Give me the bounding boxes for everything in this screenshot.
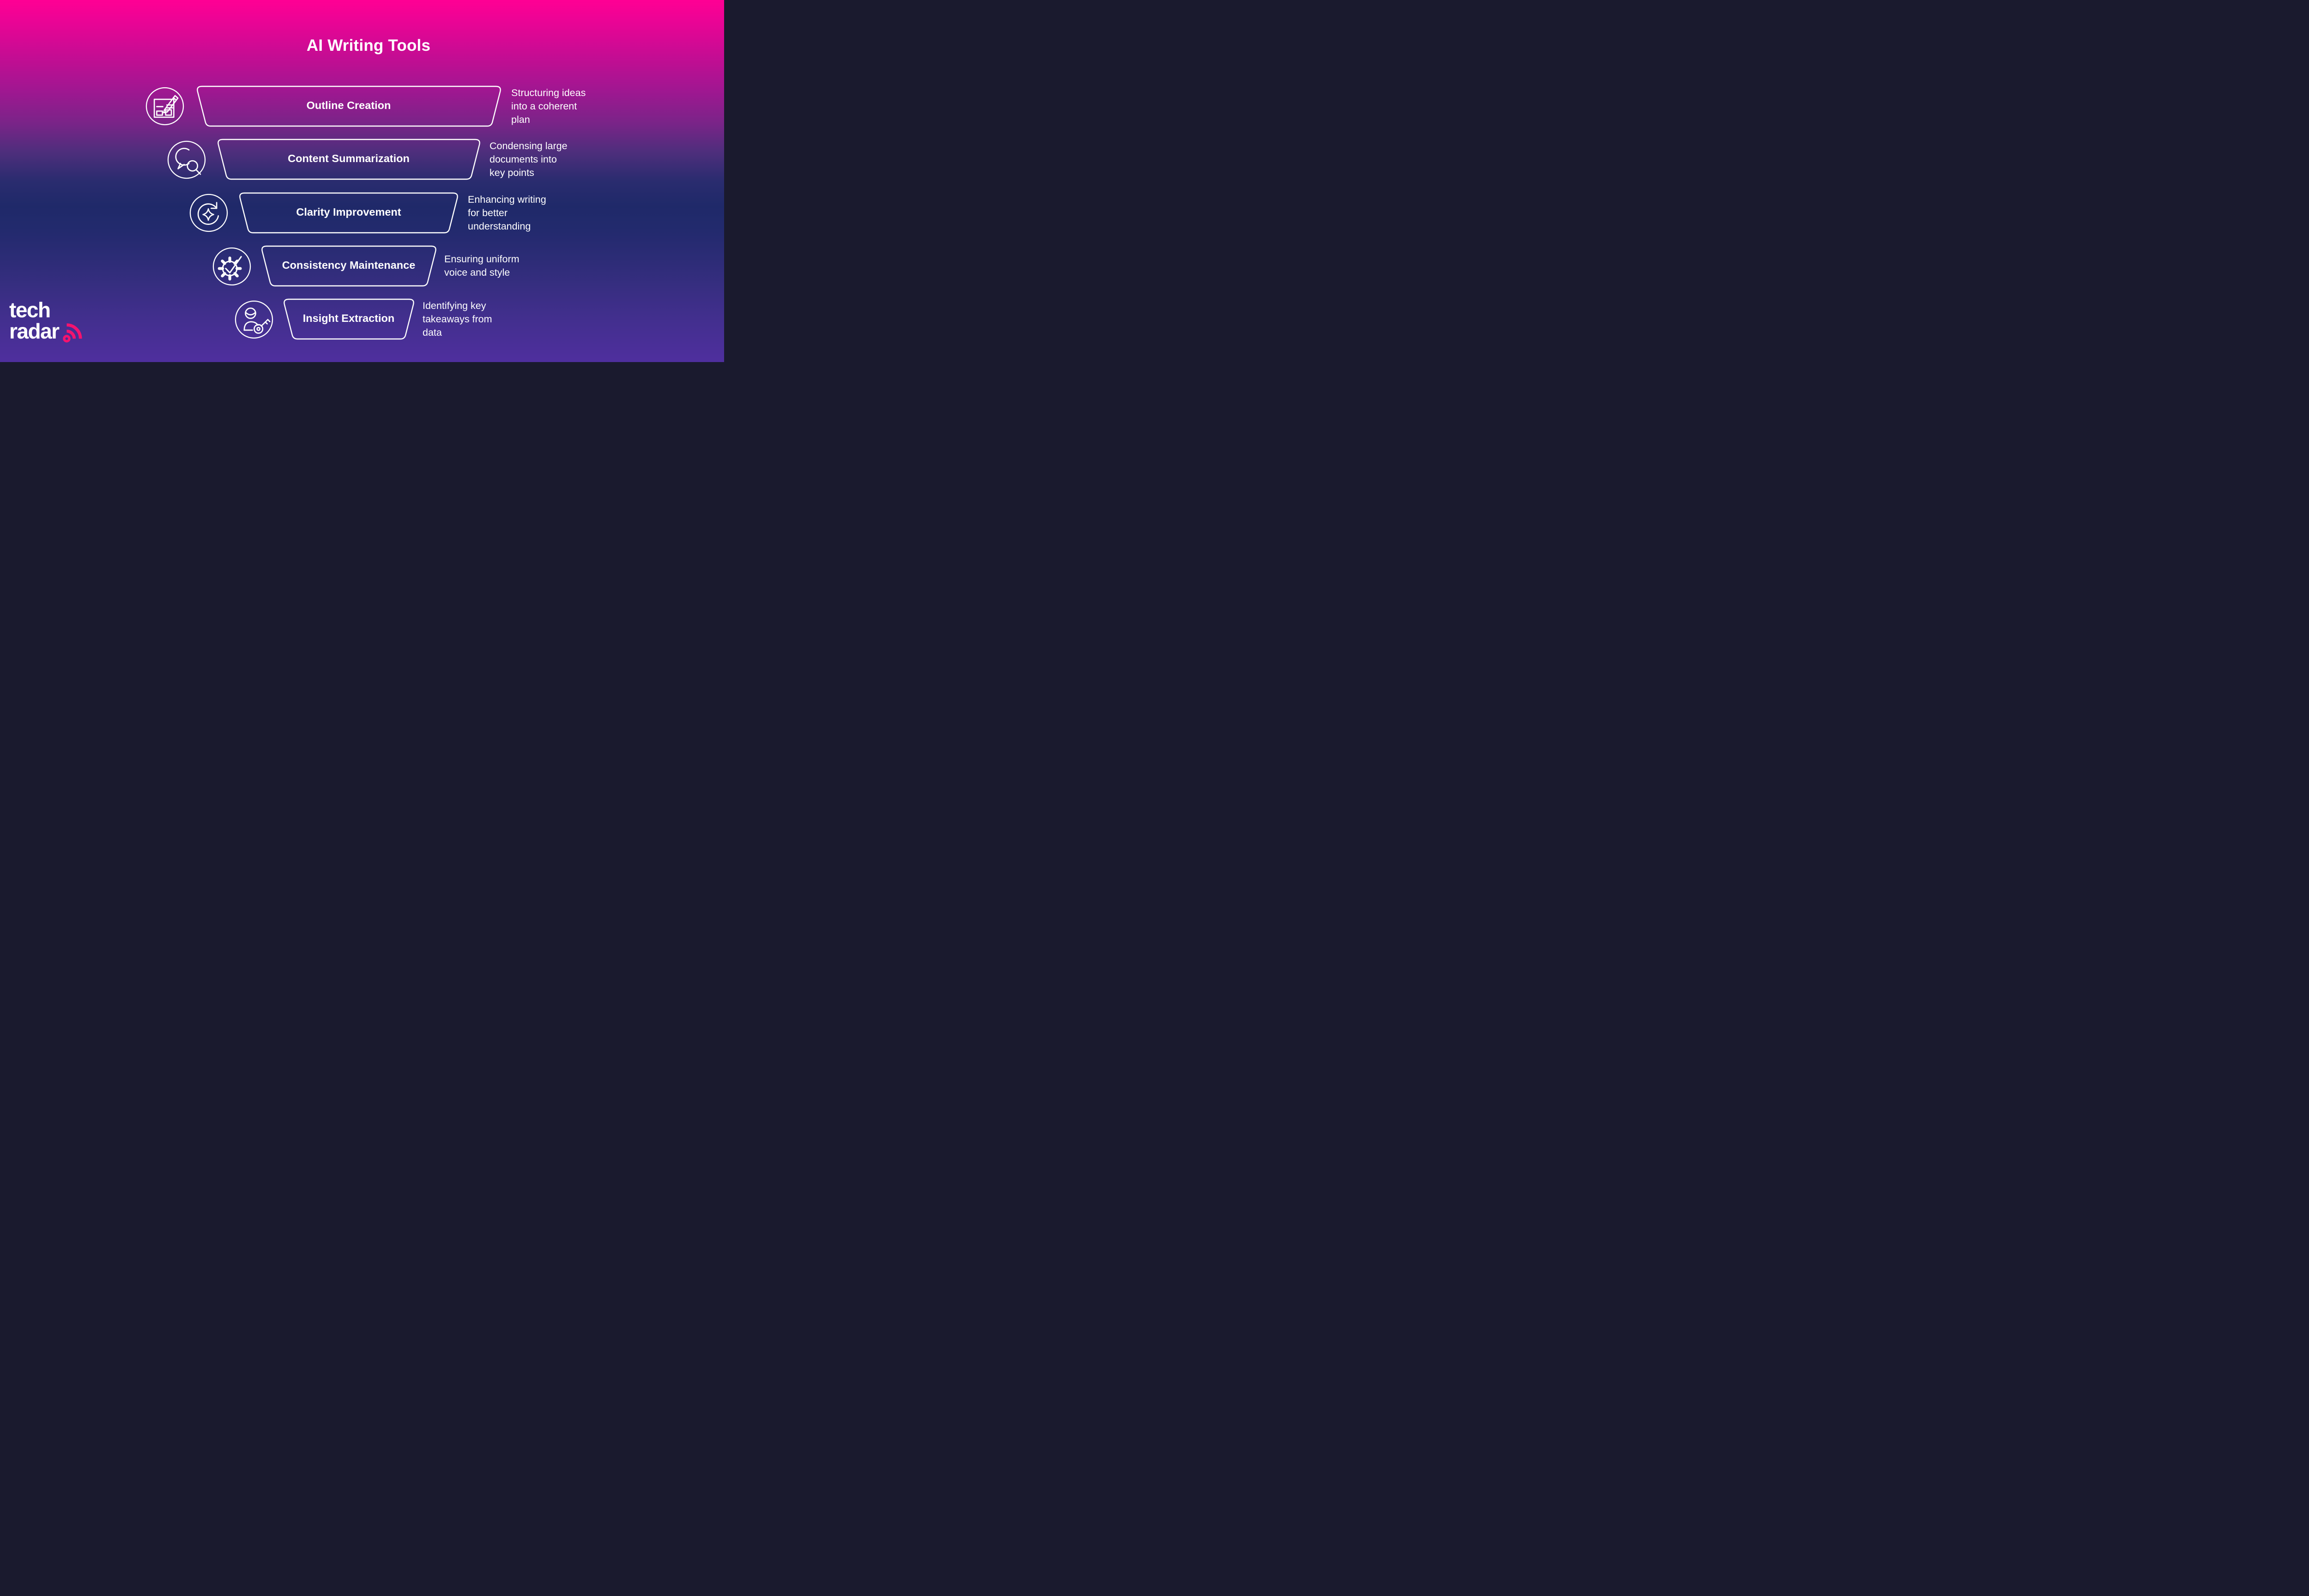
- funnel-stage-description-2: Condensing large documents into key poin…: [490, 139, 568, 180]
- description-line: data: [423, 327, 442, 338]
- description-line: for better: [468, 207, 508, 218]
- funnel-stage-shape-1: [197, 85, 501, 127]
- speech-bubble-magnifier-icon: [167, 140, 206, 179]
- funnel-stage-description-4: Ensuring uniform voice and style: [444, 253, 520, 279]
- description-line: Ensuring uniform: [444, 254, 520, 265]
- funnel-stage-shape-2: [218, 139, 480, 180]
- description-line: understanding: [468, 221, 531, 232]
- logo-text-tech: tech: [9, 298, 51, 322]
- funnel-stage-description-3: Enhancing writing for better understandi…: [468, 193, 546, 233]
- funnel-stage-shape-5: [284, 298, 414, 340]
- description-line: voice and style: [444, 267, 510, 278]
- funnel-stage-label-1: Outline Creation: [306, 99, 391, 111]
- description-line: plan: [511, 114, 530, 125]
- funnel-stage-description-5: Identifying key takeaways from data: [423, 299, 492, 339]
- logo-text-radar: radar: [9, 319, 60, 343]
- funnel-stage-shape-3: [239, 192, 458, 234]
- funnel-stage-label-4: Consistency Maintenance: [282, 259, 416, 271]
- description-line: Structuring ideas: [511, 87, 586, 98]
- person-key-icon: [235, 300, 273, 339]
- refresh-sparkle-icon: [189, 193, 228, 232]
- description-line: documents into: [490, 154, 557, 165]
- funnel-diagram: [197, 85, 501, 340]
- funnel-stage-description-1: Structuring ideas into a coherent plan: [511, 86, 586, 127]
- description-line: Identifying key: [423, 300, 486, 311]
- techradar-logo: tech radar: [9, 298, 82, 343]
- radar-signal-icon: [62, 323, 82, 343]
- description-line: Enhancing writing: [468, 194, 546, 205]
- page-title: AI Writing Tools: [306, 36, 431, 54]
- description-line: Condensing large: [490, 140, 568, 151]
- funnel-stage-label-5: Insight Extraction: [302, 312, 395, 324]
- funnel-stage-label-2: Content Summarization: [288, 152, 410, 164]
- funnel-stage-shape-4: [261, 245, 436, 287]
- gear-check-icon: [212, 247, 251, 286]
- infographic-canvas: AI Writing Tools Outline Creation Conten…: [0, 0, 724, 362]
- description-line: into a coherent: [511, 101, 577, 112]
- description-line: takeaways from: [423, 314, 492, 325]
- logo-line2: radar: [9, 319, 82, 343]
- description-line: key points: [490, 167, 534, 178]
- document-pencil-icon: [145, 87, 184, 126]
- funnel-stage-label-3: Clarity Improvement: [296, 206, 401, 218]
